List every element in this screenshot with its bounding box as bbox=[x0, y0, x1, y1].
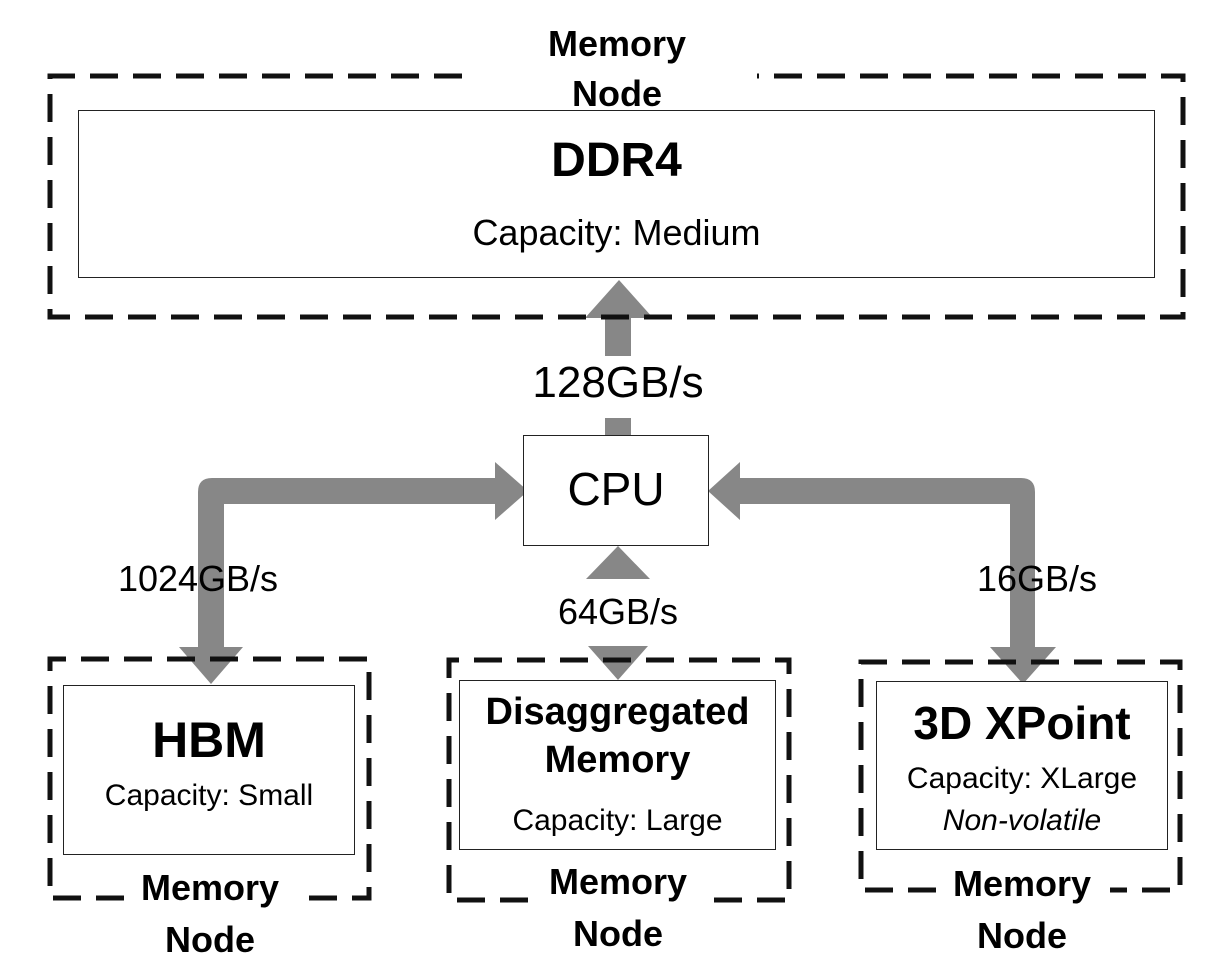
disagg-node-border bbox=[446, 657, 792, 903]
hbm-box bbox=[63, 685, 355, 855]
ddr4-title: DDR4 bbox=[551, 134, 682, 187]
hbm-node-border bbox=[47, 656, 372, 901]
xpoint-node-border bbox=[858, 659, 1183, 893]
arrow-xpoint-cpu-head bbox=[708, 462, 740, 520]
xpoint-node-label: Memory Node bbox=[922, 858, 1122, 962]
xpoint-node-label-line2: Node bbox=[977, 915, 1067, 956]
arrow-xpoint-shaft bbox=[738, 478, 1035, 650]
hbm-node-label: Memory Node bbox=[110, 862, 310, 966]
arrow-ddr4-shaft-bottom bbox=[605, 418, 631, 436]
arrow-xpoint-head bbox=[990, 647, 1056, 684]
disagg-capacity: Capacity: Large bbox=[512, 804, 723, 837]
hbm-node-label-line1: Memory bbox=[140, 867, 280, 908]
hbm-capacity: Capacity: Small bbox=[104, 779, 314, 812]
disagg-bandwidth: 64GB/s bbox=[557, 591, 679, 632]
hbm-bandwidth: 1024GB/s bbox=[117, 558, 279, 599]
ddr4-node-label-line2: Node bbox=[572, 73, 662, 114]
xpoint-bandwidth: 16GB/s bbox=[976, 558, 1098, 599]
arrow-hbm-head bbox=[179, 647, 243, 684]
xpoint-note: Non-volatile bbox=[942, 804, 1102, 837]
ddr4-node-label: Memory Node bbox=[517, 19, 717, 119]
arrow-hbm-shaft bbox=[198, 478, 497, 650]
arrow-disagg-down-head bbox=[588, 646, 648, 680]
ddr4-bandwidth: 128GB/s bbox=[532, 358, 704, 407]
ddr4-box bbox=[78, 110, 1155, 278]
arrow-ddr4-head bbox=[585, 280, 653, 318]
ddr4-node-border bbox=[47, 73, 1186, 320]
hbm-node-label-line2: Node bbox=[165, 919, 255, 960]
disagg-node-label: Memory Node bbox=[518, 856, 718, 960]
xpoint-title: 3D XPoint bbox=[913, 697, 1131, 749]
arrow-ddr4-shaft-top bbox=[605, 316, 631, 356]
cpu-label: CPU bbox=[567, 463, 665, 515]
xpoint-capacity: Capacity: XLarge bbox=[906, 762, 1138, 795]
cpu-box bbox=[523, 435, 709, 546]
ddr4-capacity: Capacity: Medium bbox=[472, 212, 761, 253]
xpoint-node-label-line1: Memory bbox=[952, 863, 1092, 904]
disagg-node-label-line1: Memory bbox=[548, 861, 688, 902]
arrow-hbm-cpu-head bbox=[495, 462, 528, 520]
disagg-node-label-line2: Node bbox=[573, 913, 663, 954]
xpoint-box bbox=[876, 681, 1168, 850]
disagg-title-line1: Disaggregated bbox=[485, 691, 750, 733]
disagg-box bbox=[459, 680, 776, 850]
arrow-disagg-up-head bbox=[586, 546, 650, 579]
disagg-title: Disaggregated Memory bbox=[459, 688, 776, 784]
hbm-title: HBM bbox=[152, 712, 266, 768]
ddr4-node-label-line1: Memory bbox=[547, 23, 687, 64]
disagg-title-line2: Memory bbox=[544, 739, 691, 781]
